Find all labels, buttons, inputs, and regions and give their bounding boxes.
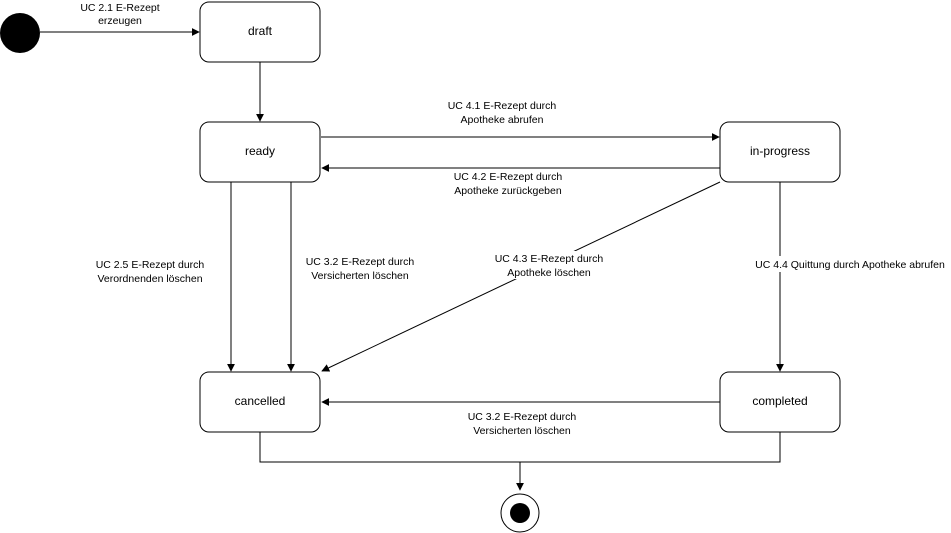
state-cancelled-label: cancelled [235,394,286,408]
state-completed-label: completed [752,394,807,408]
initial-node [0,13,40,53]
state-cancelled[interactable]: cancelled [199,371,321,433]
label-delete-prescriber: UC 2.5 E-Rezept durch Verordnenden lösch… [96,259,205,285]
state-draft-label: draft [248,24,273,38]
label-create: UC 2.1 E-Rezept erzeugen [80,2,159,27]
label-create-line2: erzeugen [98,15,142,27]
state-draft[interactable]: draft [199,1,321,63]
label-delete-insured-completed-line2: Versicherten löschen [473,425,571,437]
state-in-progress[interactable]: in-progress [719,121,841,183]
label-delete-pharmacy: UC 4.3 E-Rezept durch Apotheke löschen [490,251,608,279]
label-delete-insured-ready-line1: UC 3.2 E-Rezept durch [306,256,415,268]
label-return-pharmacy-line1: UC 4.2 E-Rezept durch [454,171,563,183]
label-fetch-pharmacy: UC 4.1 E-Rezept durch Apotheke abrufen [448,100,557,126]
label-delete-pharmacy-line2: Apotheke löschen [507,267,591,279]
label-delete-prescriber-line1: UC 2.5 E-Rezept durch [96,259,205,271]
state-in-progress-label: in-progress [750,144,810,158]
state-ready[interactable]: ready [199,121,321,183]
label-delete-insured-ready: UC 3.2 E-Rezept durch Versicherten lösch… [306,256,415,282]
final-node [500,493,540,533]
label-delete-insured-completed-line1: UC 3.2 E-Rezept durch [468,411,577,423]
label-delete-insured-ready-line2: Versicherten löschen [311,270,409,282]
state-ready-label: ready [245,144,275,158]
label-receipt-pharmacy-line1: UC 4.4 Quittung durch Apotheke abrufen [755,259,945,271]
state-completed[interactable]: completed [719,371,841,433]
label-receipt-pharmacy: UC 4.4 Quittung durch Apotheke abrufen [751,256,950,272]
label-fetch-pharmacy-line1: UC 4.1 E-Rezept durch [448,100,557,112]
label-return-pharmacy-line2: Apotheke zurückgeben [454,185,562,197]
label-delete-pharmacy-line1: UC 4.3 E-Rezept durch [495,253,604,265]
label-fetch-pharmacy-line2: Apotheke abrufen [461,114,544,126]
label-delete-prescriber-line2: Verordnenden löschen [97,273,202,285]
label-create-line1: UC 2.1 E-Rezept [80,2,159,14]
label-return-pharmacy: UC 4.2 E-Rezept durch Apotheke zurückgeb… [454,171,563,197]
label-delete-insured-completed: UC 3.2 E-Rezept durch Versicherten lösch… [468,411,577,437]
